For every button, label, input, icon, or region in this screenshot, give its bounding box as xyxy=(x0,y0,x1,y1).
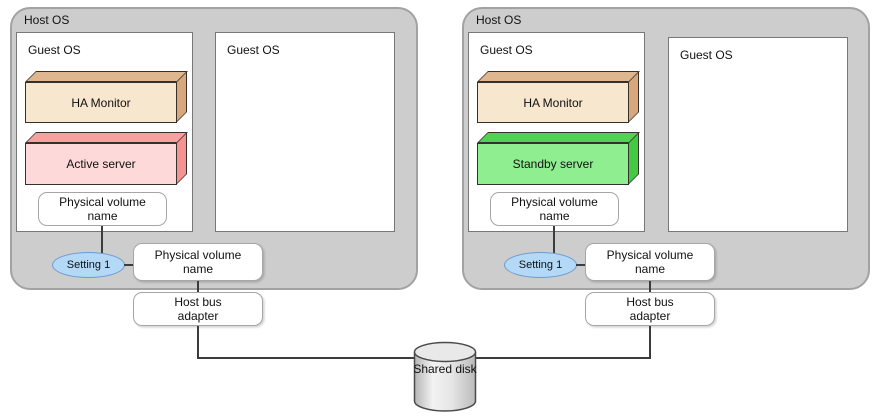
guest-os-2-label: Guest OS xyxy=(227,43,280,57)
host-os-2-label: Host OS xyxy=(476,13,522,27)
connector-setting-to-host-volume-2 xyxy=(576,264,586,266)
guest-os-3-label: Guest OS xyxy=(480,43,533,57)
active-server-label: Active server xyxy=(66,157,136,171)
ha-monitor-front-face: HA Monitor xyxy=(477,82,629,123)
connector-hba-1-to-bus xyxy=(197,326,199,359)
active-server-top-face xyxy=(25,132,188,143)
active-server-box: Active server xyxy=(25,132,188,185)
setting-1-badge-right-label: Setting 1 xyxy=(518,259,563,271)
ha-monitor-label: HA Monitor xyxy=(71,95,131,110)
guest-physical-volume-2-label: Physical volume name xyxy=(511,195,598,223)
guest-os-4-box: Guest OS xyxy=(668,37,848,232)
connector-host-volume-to-hba-2 xyxy=(649,281,651,293)
host-os-2-group: Host OS Guest OS Guest OS HA Monitor Sta… xyxy=(462,7,870,359)
guest-os-2-box: Guest OS xyxy=(215,32,395,232)
ha-monitor-box-2: HA Monitor xyxy=(477,71,640,124)
standby-server-top-face xyxy=(477,132,640,143)
guest-physical-volume-1: Physical volume name xyxy=(38,192,167,226)
host-os-1-group: Host OS Guest OS Guest OS HA Monitor Act… xyxy=(10,7,418,359)
active-server-side-face xyxy=(176,132,187,185)
host-physical-volume-1-label: Physical volume name xyxy=(154,248,242,276)
connector-setting-to-host-volume-1 xyxy=(124,264,134,266)
guest-os-1-label: Guest OS xyxy=(28,43,81,57)
active-server-front-face: Active server xyxy=(25,143,177,185)
ha-monitor-side-face xyxy=(176,71,187,123)
guest-physical-volume-1-label: Physical volume name xyxy=(59,195,146,223)
setting-1-badge-left: Setting 1 xyxy=(52,252,125,278)
host-physical-volume-1: Physical volume name xyxy=(133,243,263,281)
host-physical-volume-2-label: Physical volume name xyxy=(606,248,694,276)
ha-monitor-top-face xyxy=(477,71,640,82)
setting-1-badge-right: Setting 1 xyxy=(504,252,577,278)
standby-server-box: Standby server xyxy=(477,132,640,185)
guest-physical-volume-2: Physical volume name xyxy=(490,192,619,226)
ha-monitor-box-1: HA Monitor xyxy=(25,71,188,124)
ha-monitor-top-face xyxy=(25,71,188,82)
shared-disk-cylinder xyxy=(413,341,477,412)
connector-guest-volume-to-setting-2 xyxy=(553,226,555,253)
host-bus-adapter-2-label: Host bus adapter xyxy=(626,295,674,323)
host-bus-adapter-2: Host bus adapter xyxy=(585,292,715,326)
ha-monitor-label: HA Monitor xyxy=(523,95,583,110)
shared-disk-top xyxy=(413,341,477,363)
ha-monitor-side-face xyxy=(628,71,639,123)
standby-server-side-face xyxy=(628,132,639,185)
setting-1-badge-left-label: Setting 1 xyxy=(66,259,111,271)
shared-disk-label: Shared disk xyxy=(413,362,477,376)
host-os-1-label: Host OS xyxy=(24,13,70,27)
host-bus-adapter-1: Host bus adapter xyxy=(133,292,263,326)
shared-disk-body xyxy=(413,352,477,412)
guest-os-4-label: Guest OS xyxy=(680,48,733,62)
standby-server-front-face: Standby server xyxy=(477,143,629,185)
standby-server-label: Standby server xyxy=(512,157,594,171)
connector-host-volume-to-hba-1 xyxy=(197,281,199,293)
connector-hba-2-to-bus xyxy=(649,326,651,359)
host-bus-adapter-1-label: Host bus adapter xyxy=(174,295,222,323)
ha-monitor-front-face: HA Monitor xyxy=(25,82,177,123)
host-physical-volume-2: Physical volume name xyxy=(585,243,715,281)
connector-guest-volume-to-setting-1 xyxy=(101,226,103,253)
